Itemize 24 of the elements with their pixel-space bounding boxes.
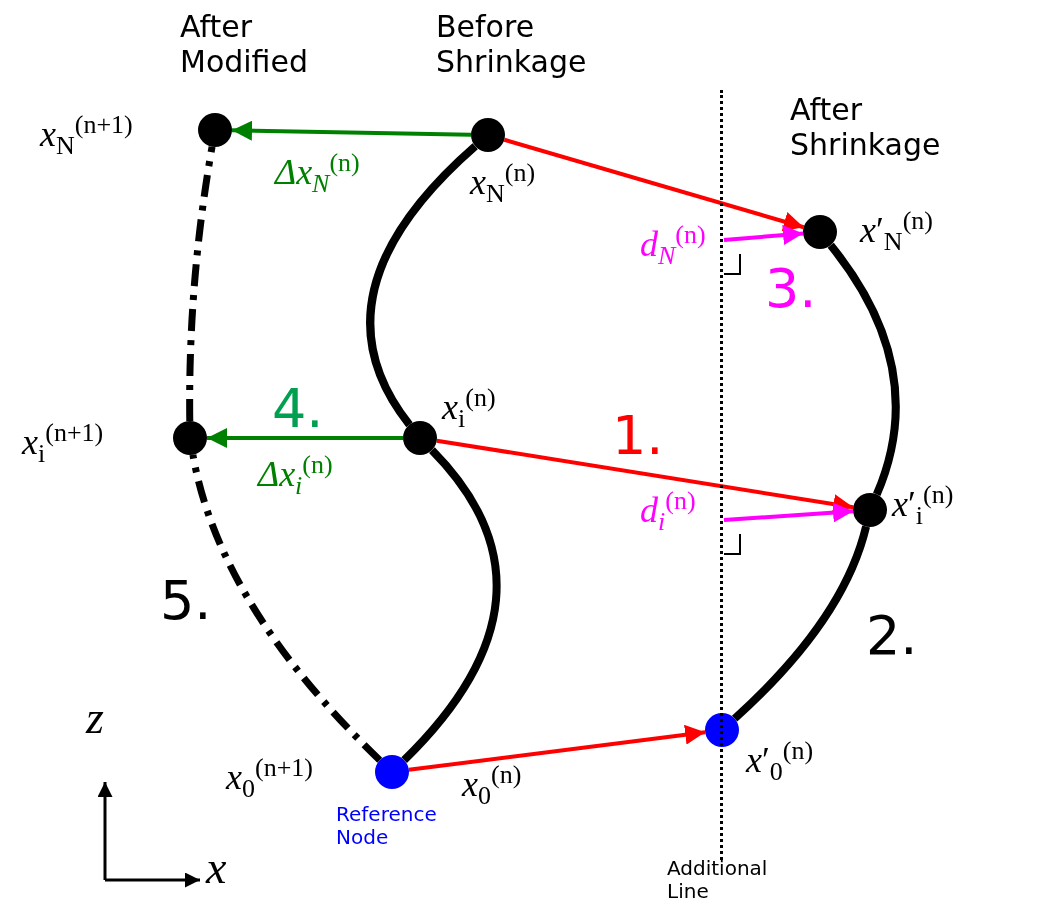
curve-line (401, 447, 501, 763)
axis-label: z (86, 692, 104, 745)
arrow (408, 724, 706, 772)
arrow (723, 502, 854, 523)
curve-line (366, 143, 478, 427)
step-number: 4. (272, 378, 324, 441)
step-number: 2. (866, 605, 918, 668)
node-caption: Additional Line (667, 857, 769, 903)
node-caption: Reference Node (336, 803, 438, 849)
step-number: 5. (160, 570, 212, 633)
arrow (723, 225, 804, 246)
curve-line (827, 242, 900, 496)
dash-dot-curve (189, 454, 383, 763)
curve-line (731, 525, 870, 722)
column-heading: After Shrinkage (790, 93, 942, 162)
arrow (503, 137, 805, 232)
arrow (207, 428, 403, 448)
step-number: 1. (612, 405, 664, 468)
dash-dot-curve (186, 146, 216, 422)
axis-label: x (206, 842, 227, 895)
step-number: 3. (765, 258, 817, 321)
arrow (231, 120, 472, 141)
column-heading: Before Shrinkage (436, 10, 588, 79)
column-heading: After Modified (180, 10, 309, 79)
